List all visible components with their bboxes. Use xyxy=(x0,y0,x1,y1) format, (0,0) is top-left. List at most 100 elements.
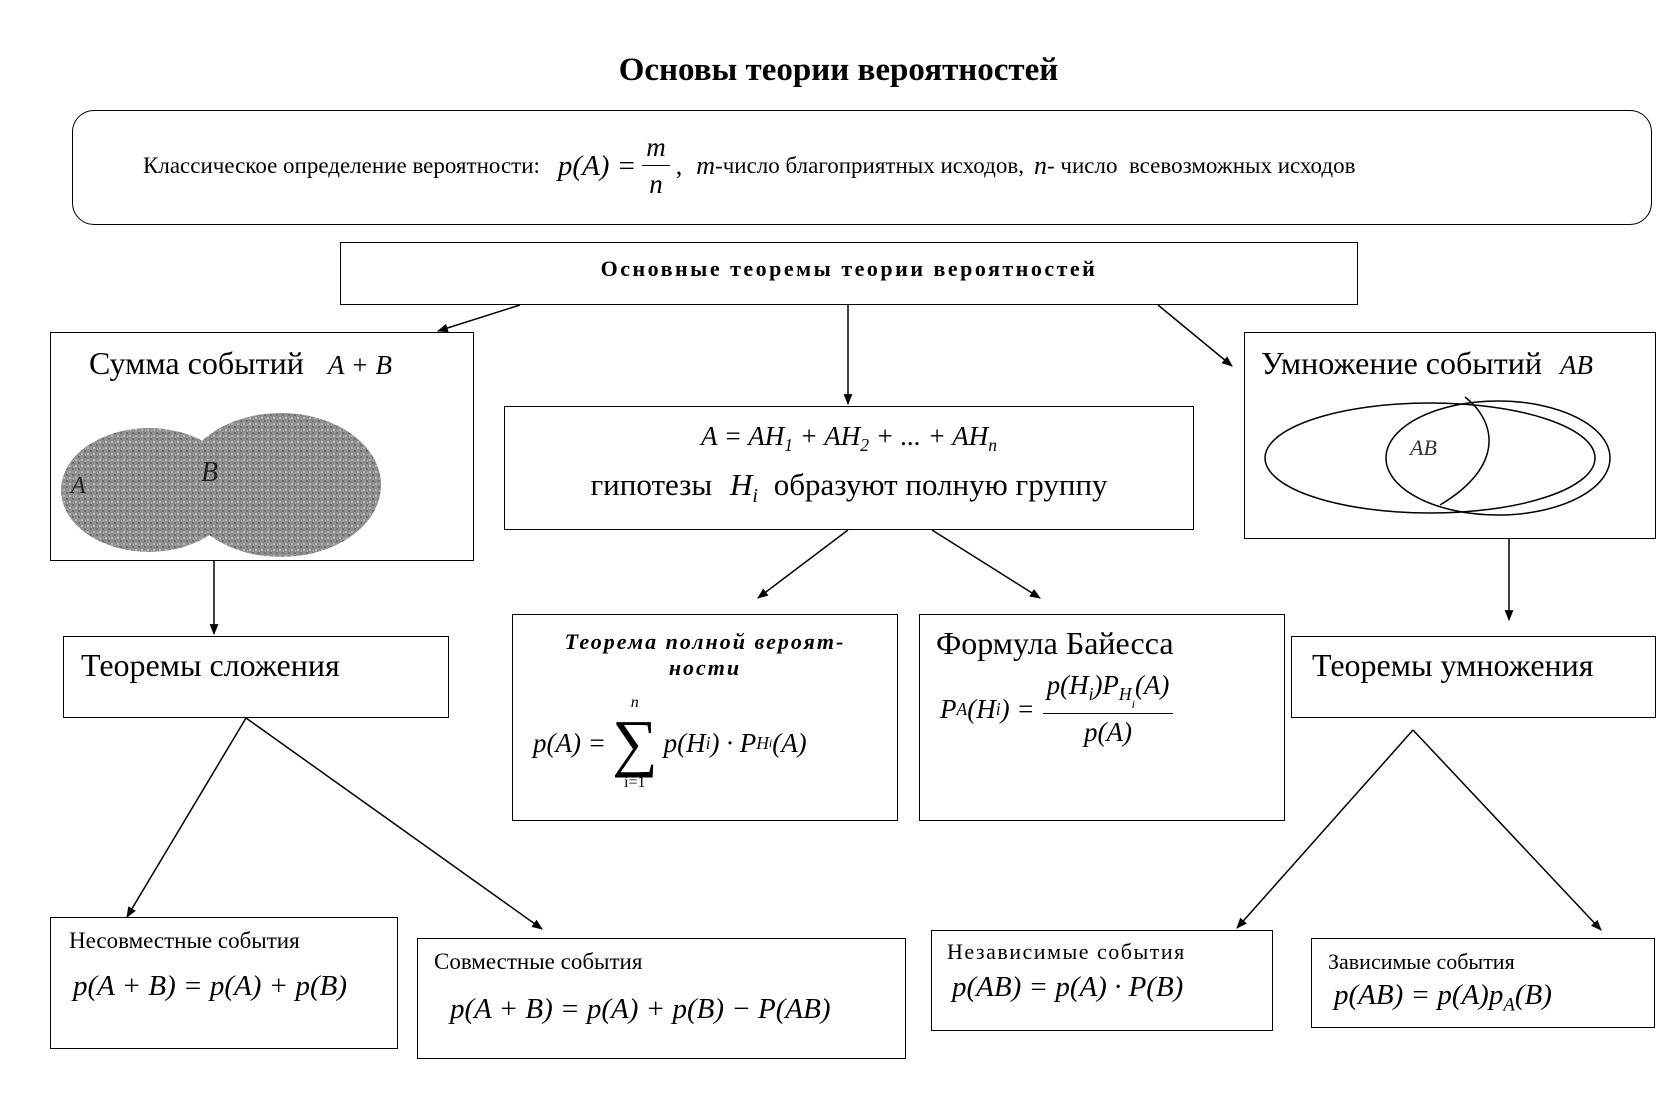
hypotheses-formula: A = AH1 + AH2 + ... + AHn xyxy=(505,421,1193,456)
dependent-events-formula: p(AB) = p(A)pA(B) xyxy=(1334,979,1552,1017)
arrow-to-dependent xyxy=(1412,729,1602,931)
total-probability-title-2: ности xyxy=(668,655,742,681)
bayes-title: Формула Байесса xyxy=(936,625,1174,661)
total-probability-term-2-sub: H xyxy=(756,732,769,753)
hypotheses-term-2: + AH xyxy=(793,421,861,451)
bayes-fraction: p(Hi)PHi(A) p(A) xyxy=(1042,670,1174,748)
bayes-num-b: )P xyxy=(1093,670,1119,700)
total-probability-term-2-end: (A) xyxy=(772,727,807,758)
main-theorems-header: Основные теоремы теории вероятностей xyxy=(340,242,1358,305)
addition-theorems-label: Теоремы сложения xyxy=(81,647,340,683)
hypotheses-text-before: гипотезы xyxy=(590,467,713,502)
m-description: -число благоприятных исходов, xyxy=(715,153,1024,179)
bayes-num-b-sub: H xyxy=(1118,684,1132,705)
dependent-events-label: Зависимые события xyxy=(1328,949,1515,974)
total-probability-box: Теорема полной вероят- ности p(A) = n ∑ … xyxy=(512,614,898,821)
bayes-lhs-p: P xyxy=(940,693,957,724)
total-probability-term-2-subsub: i xyxy=(768,735,773,750)
hypotheses-sub-1: 1 xyxy=(784,435,794,456)
sigma-symbol: ∑ xyxy=(611,707,658,778)
independent-events-label: Независимые события xyxy=(947,939,1186,964)
summation: n ∑ i=1 xyxy=(612,695,658,791)
product-events-box: Умножение событий AB AB xyxy=(1244,332,1656,539)
compatible-events-box: Совместные события p(A + B) = p(A) + p(B… xyxy=(417,938,906,1059)
fraction-numerator: m xyxy=(642,132,670,166)
total-probability-title-1: Теорема полной вероят- xyxy=(564,629,846,654)
set-b-ellipse xyxy=(181,413,381,557)
fraction-denominator: n xyxy=(649,168,663,199)
incompatible-events-label: Несовместные события xyxy=(69,928,300,953)
sum-events-box: Сумма событий A + B A B xyxy=(50,332,474,561)
incompatible-events-formula: p(A + B) = p(A) + p(B) xyxy=(73,970,347,1002)
arrow-to-bayes xyxy=(931,529,1041,599)
hypotheses-text-after: образуют полную группу xyxy=(773,467,1108,502)
sum-events-formula: A + B xyxy=(327,350,393,380)
bayes-lhs-sub: A xyxy=(956,698,968,719)
n-description: - число всевозможных исходов xyxy=(1046,153,1356,179)
product-events-formula: AB xyxy=(1559,350,1593,380)
hypotheses-h: H xyxy=(729,467,753,502)
dependent-events-box: Зависимые события p(AB) = p(A)pA(B) xyxy=(1311,938,1655,1028)
set-a-label: A xyxy=(69,473,86,499)
arrow-to-product-events xyxy=(1157,304,1233,367)
independent-events-box: Независимые события p(AB) = p(A) · P(B) xyxy=(931,930,1273,1031)
total-probability-term-1-sub: i xyxy=(705,732,711,753)
set-b-label: B xyxy=(201,457,218,488)
classical-comma: , xyxy=(675,151,683,181)
main-theorems-label: Основные теоремы теории вероятностей xyxy=(600,256,1098,281)
product-venn-diagram: AB xyxy=(1264,396,1611,516)
total-probability-lhs: p(A) = xyxy=(533,727,606,758)
sum-venn-diagram: A B xyxy=(61,413,381,557)
hypotheses-sub-n: n xyxy=(988,435,997,456)
compatible-events-label: Совместные события xyxy=(434,949,643,974)
hypotheses-sub-2: 2 xyxy=(860,435,870,456)
multiplication-theorems-box: Теоремы умножения xyxy=(1291,636,1656,718)
product-events-title: Умножение событий xyxy=(1261,345,1542,381)
arrow-to-sum-events xyxy=(436,304,521,333)
hypotheses-box: A = AH1 + AH2 + ... + AHn гипотезы Hi об… xyxy=(504,406,1194,530)
hypotheses-term-3: + ... + AH xyxy=(869,421,989,451)
sum-upper-limit: n xyxy=(630,694,639,711)
arrow-to-compatible xyxy=(245,717,543,930)
hypotheses-text: гипотезы Hi образуют полную группу xyxy=(505,467,1193,508)
bayes-num-c: (A) xyxy=(1134,670,1170,700)
page-title: Основы теории вероятностей xyxy=(618,52,1059,88)
bayes-lhs-h: (H xyxy=(967,693,996,724)
hypotheses-h-sub: i xyxy=(752,485,758,508)
compatible-events-formula: p(A + B) = p(A) + p(B) − P(AB) xyxy=(450,993,831,1025)
multiplication-theorems-label: Теоремы умножения xyxy=(1312,647,1594,683)
sum-events-title: Сумма событий xyxy=(89,345,304,381)
bayes-lhs-end: ) = xyxy=(1000,693,1035,724)
incompatible-events-box: Несовместные события p(A + B) = p(A) + p… xyxy=(50,917,398,1049)
addition-theorems-box: Теоремы сложения xyxy=(63,636,449,718)
bayes-lhs-h-sub: i xyxy=(995,698,1001,719)
hypotheses-term-1: A = AH xyxy=(701,421,785,451)
intersection-arc xyxy=(1439,396,1490,506)
intersection-label: AB xyxy=(1408,435,1437,460)
total-probability-term-1: p(H xyxy=(663,727,706,758)
n-symbol: n xyxy=(1033,151,1047,181)
m-symbol: m xyxy=(696,151,716,181)
dependent-formula-a: p(AB) = p(A)p xyxy=(1334,979,1504,1011)
classical-definition-box: Классическое определение вероятности: p(… xyxy=(72,110,1652,225)
bayes-num-a: p(H xyxy=(1046,670,1089,700)
product-set-a-ellipse xyxy=(1264,402,1596,514)
bayes-num-b-subsub: i xyxy=(1131,697,1135,711)
classical-fraction: m n xyxy=(642,132,670,199)
classical-definition-label: Классическое определение вероятности: xyxy=(143,153,540,179)
arrow-to-total-probability xyxy=(757,529,849,599)
classical-formula-lhs: p(A) = xyxy=(557,149,637,182)
dependent-formula-b: (B) xyxy=(1514,979,1552,1011)
bayes-numerator: p(Hi)PHi(A) xyxy=(1042,670,1174,715)
bayes-denominator: p(A) xyxy=(1084,717,1132,748)
independent-events-formula: p(AB) = p(A) · P(B) xyxy=(952,971,1184,1003)
dependent-formula-sub: A xyxy=(1503,994,1515,1016)
arrow-to-incompatible xyxy=(126,717,247,918)
bayes-num-a-sub: i xyxy=(1088,684,1094,705)
sum-lower-limit: i=1 xyxy=(624,774,646,791)
total-probability-term-1-end: ) · P xyxy=(710,727,757,758)
product-set-b-ellipse xyxy=(1385,400,1611,516)
